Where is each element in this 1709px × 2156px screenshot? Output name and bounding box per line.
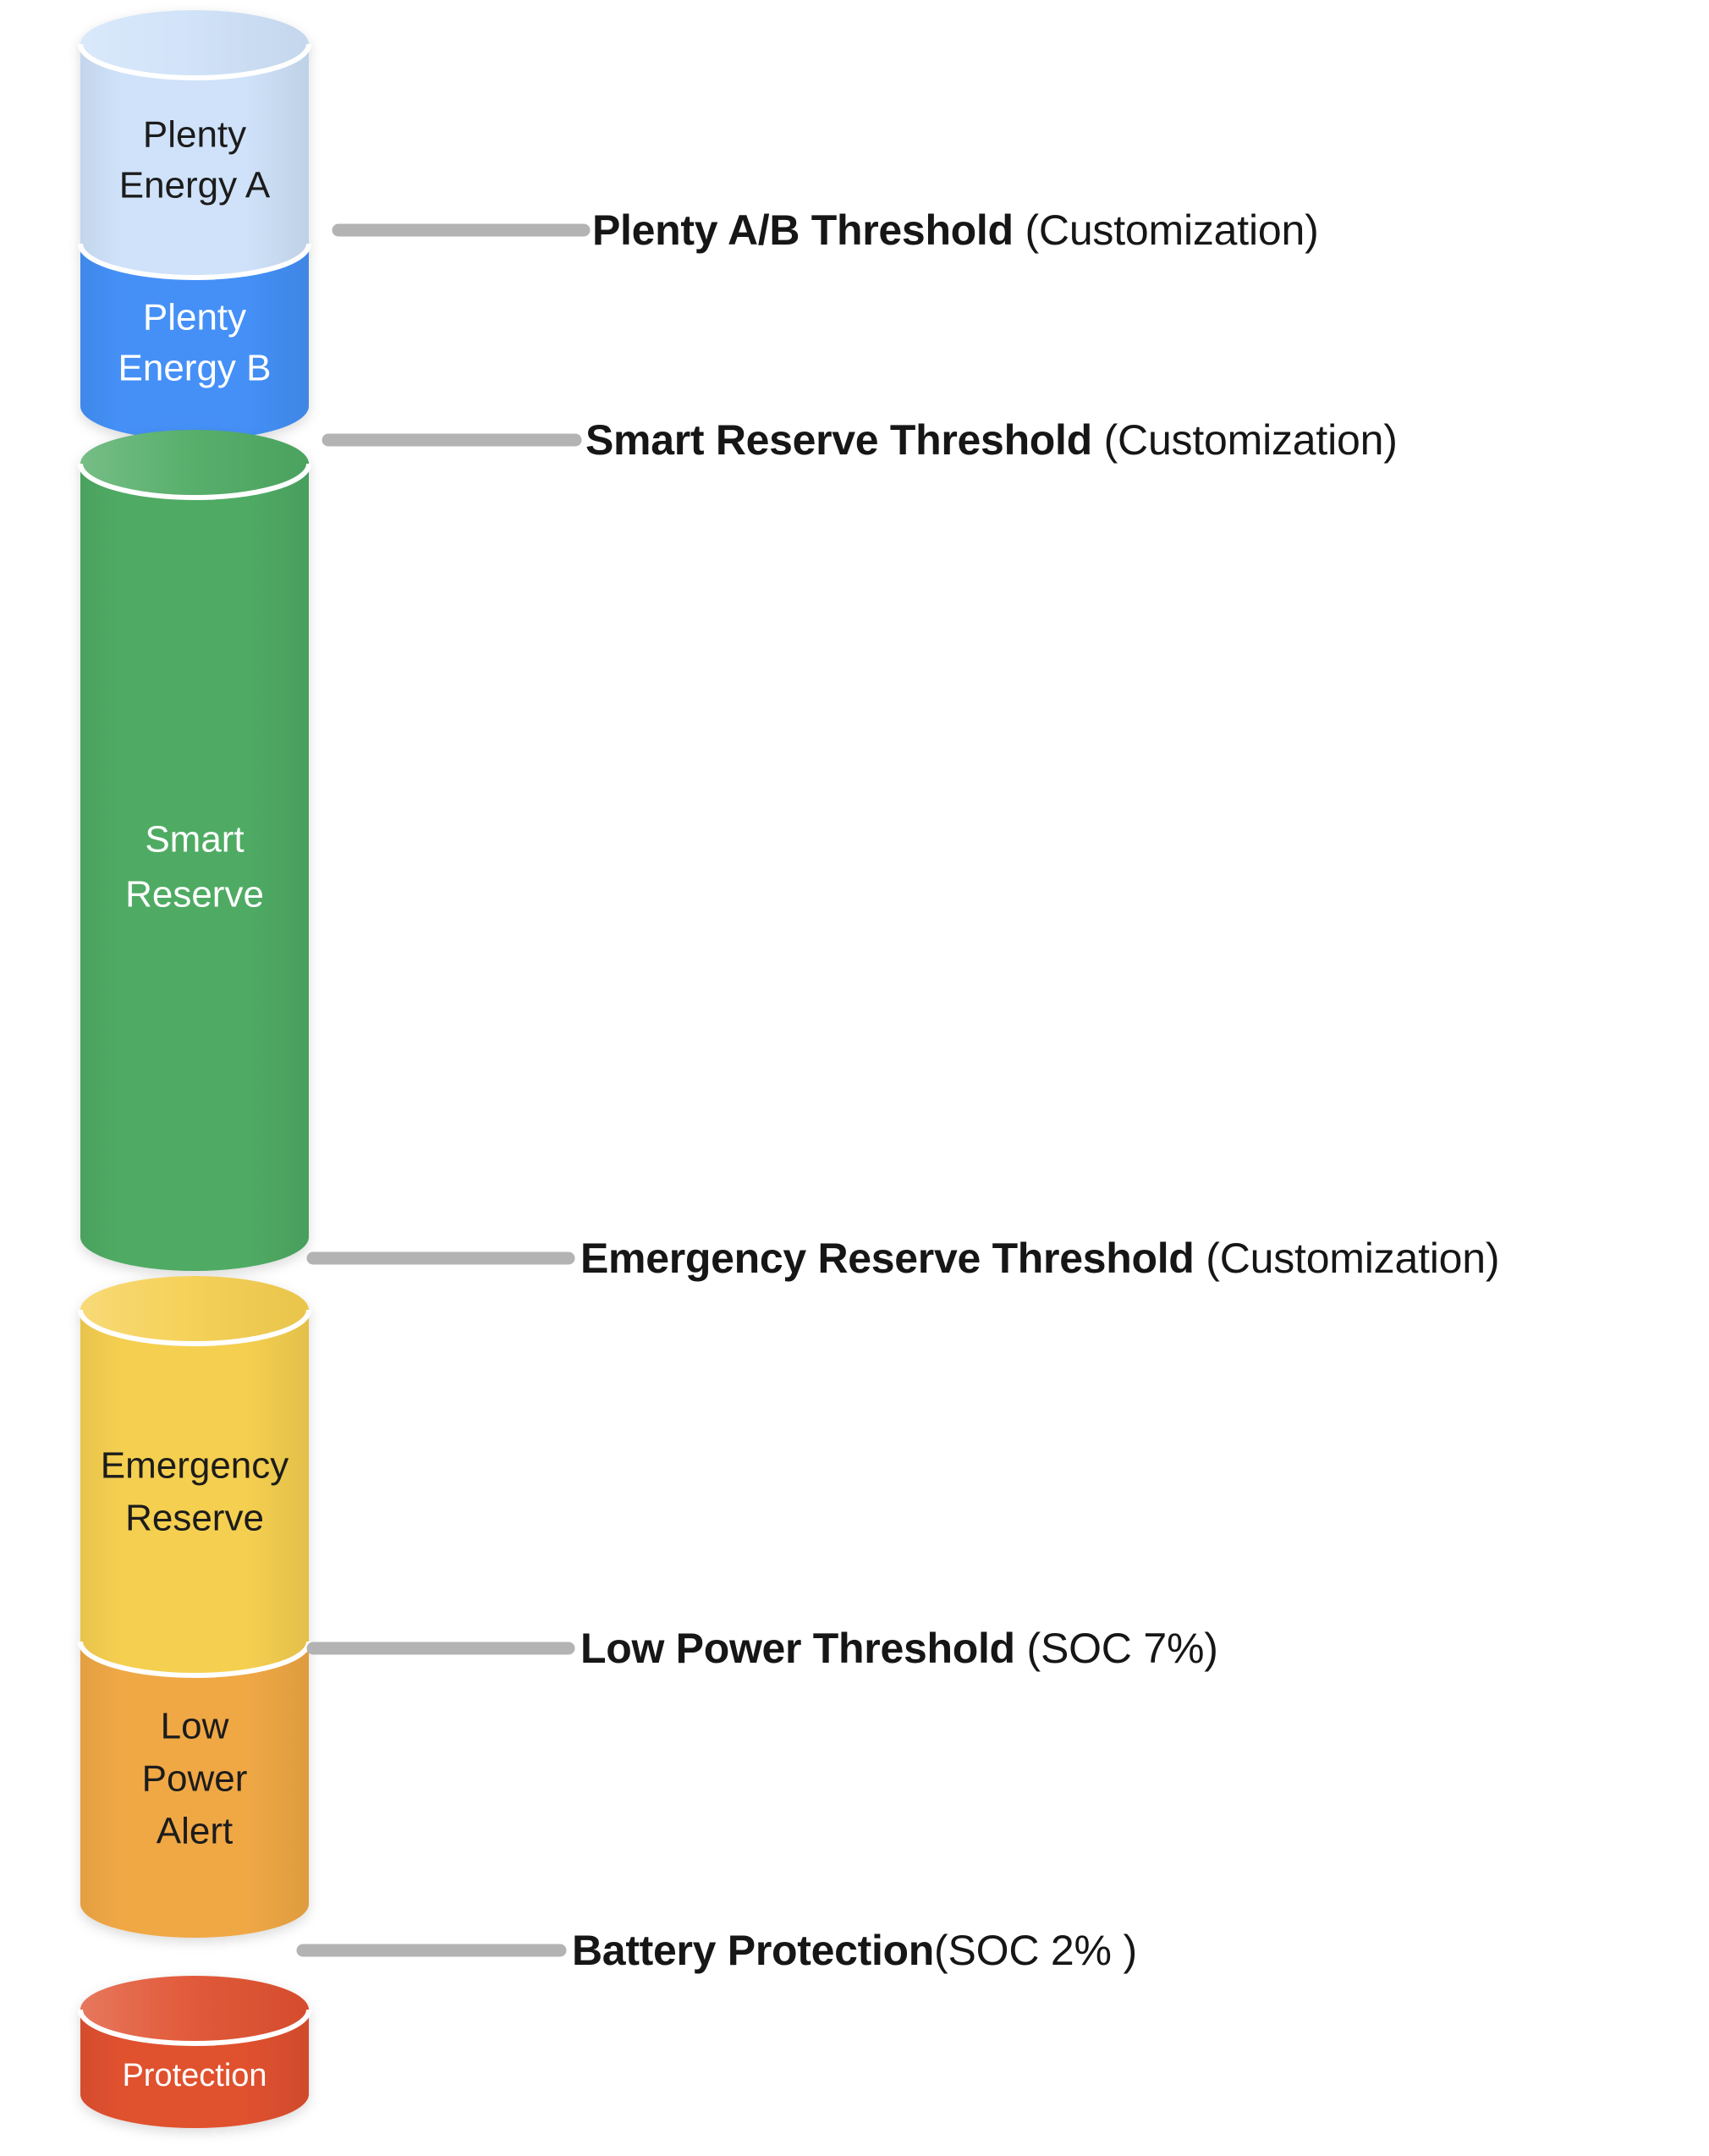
emergency-reserve-shading xyxy=(80,1310,309,1675)
plenty-b-label-line2: Energy B xyxy=(118,348,272,389)
threshold-detail-plenty-ab-threshold: (Customization) xyxy=(1013,206,1319,254)
threshold-title-low-power-threshold: Low Power Threshold xyxy=(580,1625,1015,1672)
threshold-label-battery-protection-threshold: Battery Protection(SOC 2% ) xyxy=(572,1929,1137,1972)
threshold-detail-battery-protection-threshold: (SOC 2% ) xyxy=(934,1927,1137,1974)
emergency-reserve-label-line2: Reserve xyxy=(125,1498,264,1539)
threshold-label-emergency-reserve-threshold: Emergency Reserve Threshold (Customizati… xyxy=(580,1235,1500,1282)
cylinder-group-reserve-alert: Emergency Reserve Low Power Alert xyxy=(78,1276,311,1938)
threshold-title-emergency-reserve-threshold: Emergency Reserve Threshold xyxy=(580,1235,1195,1282)
cylinder-segment-emergency-reserve: Emergency Reserve xyxy=(78,1276,311,1675)
threshold-title-battery-protection-threshold: Battery Protection xyxy=(572,1927,935,1974)
plenty-b-shading xyxy=(80,244,309,440)
smart-reserve-top-cap-shading xyxy=(80,430,309,498)
cylinder-segment-plenty-energy-a: Plenty Energy A xyxy=(78,10,311,278)
protection-top-rim xyxy=(78,2009,311,2046)
plenty-ab-divider-rim xyxy=(78,243,311,280)
smart-reserve-label-line1: Smart xyxy=(145,819,244,861)
threshold-detail-low-power-threshold: (SOC 7%) xyxy=(1014,1625,1218,1672)
protection-top-cap-shading xyxy=(80,1976,309,2043)
cylinder-group-plenty: Plenty Energy A Plenty Energy B xyxy=(78,10,311,440)
low-power-alert-label-line2: Power xyxy=(142,1758,248,1800)
plenty-b-label-line1: Plenty xyxy=(143,297,246,338)
plenty-a-top-cap-shading xyxy=(80,10,309,78)
plenty-a-top-rim xyxy=(78,43,311,80)
threshold-detail-emergency-reserve-threshold: (Customization) xyxy=(1194,1235,1500,1282)
emergency-reserve-top-cap-shading xyxy=(80,1276,309,1344)
protection-label: Protection xyxy=(122,2058,267,2093)
cylinder-group-smart-reserve: Smart Reserve xyxy=(78,430,311,1271)
threshold-label-smart-reserve-threshold: Smart Reserve Threshold (Customization) xyxy=(585,419,1398,461)
low-power-alert-label-line1: Low xyxy=(161,1706,229,1747)
cylinder-segment-smart-reserve: Smart Reserve xyxy=(78,430,311,1271)
threshold-label-plenty-ab-threshold: Plenty A/B Threshold (Customization) xyxy=(592,209,1319,251)
smart-reserve-label-line2: Reserve xyxy=(125,874,264,916)
threshold-title-smart-reserve-threshold: Smart Reserve Threshold xyxy=(585,416,1092,464)
threshold-connector-lines xyxy=(296,223,591,1957)
threshold-title-plenty-ab-threshold: Plenty A/B Threshold xyxy=(592,206,1014,254)
emergency-lowpower-divider-rim xyxy=(78,1641,311,1678)
plenty-a-label-line2: Energy A xyxy=(119,165,271,206)
plenty-a-label-line1: Plenty xyxy=(143,114,246,156)
low-power-alert-label-line3: Alert xyxy=(157,1811,233,1852)
plenty-a-shading xyxy=(80,44,309,278)
low-power-alert-shading xyxy=(80,1642,309,1938)
cylinder-segment-protection: Protection xyxy=(78,1976,311,2128)
threshold-detail-smart-reserve-threshold: (Customization) xyxy=(1091,416,1398,464)
cylinder-segment-plenty-energy-b: Plenty Energy B xyxy=(78,243,311,440)
emergency-reserve-top-rim xyxy=(78,1309,311,1346)
smart-reserve-top-rim xyxy=(78,463,311,500)
threshold-label-low-power-threshold: Low Power Threshold (SOC 7%) xyxy=(580,1627,1218,1669)
cylinder-group-protection: Protection xyxy=(78,1976,311,2128)
smart-reserve-shading xyxy=(80,464,309,1271)
emergency-reserve-label-line1: Emergency xyxy=(101,1445,289,1487)
cylinder-segment-low-power-alert: Low Power Alert xyxy=(78,1641,311,1938)
